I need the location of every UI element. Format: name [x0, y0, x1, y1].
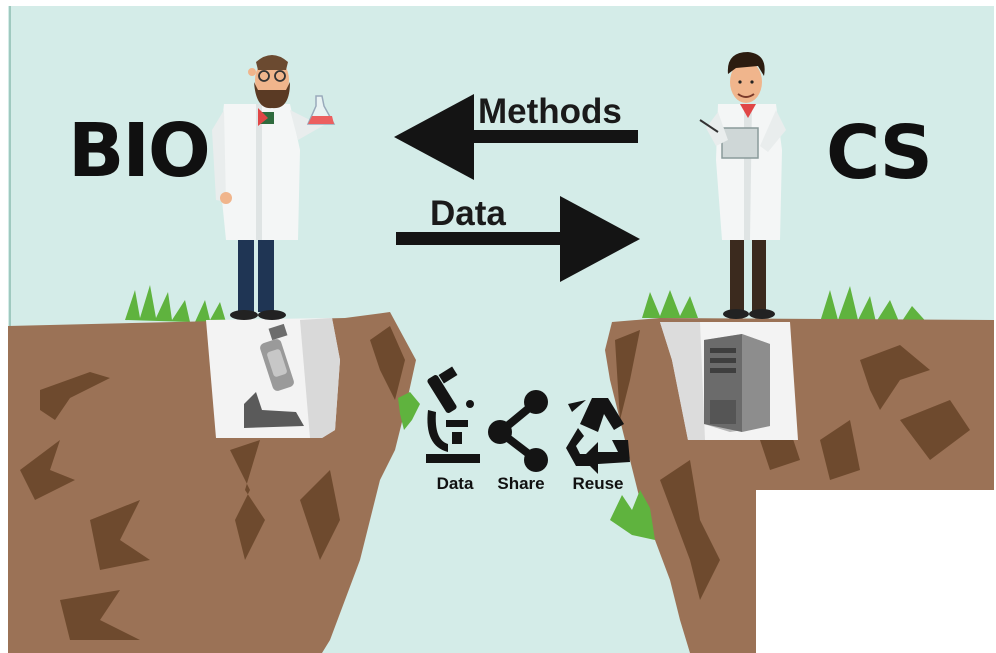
share-icon-label: Share — [497, 474, 545, 493]
left-cliff-cracks — [20, 326, 405, 640]
bio-scientist — [212, 55, 336, 320]
right-cliff-cracks — [615, 330, 970, 600]
computer-tower-icon — [704, 334, 770, 432]
share-icon — [488, 390, 548, 472]
cs-label: CS — [826, 110, 933, 196]
methods-arrow — [394, 94, 638, 180]
microscope-buried-icon — [244, 323, 304, 428]
recycle-icon-label: Reuse — [572, 474, 624, 493]
grass-left — [125, 285, 226, 322]
microscope-icon — [426, 366, 480, 463]
grass-right — [642, 286, 930, 326]
blank-corner-area — [756, 490, 996, 653]
methods-label: Methods — [478, 92, 622, 131]
microscope-icon-label: Data — [436, 474, 474, 493]
bio-label: BIO — [68, 108, 211, 194]
cs-scientist — [699, 52, 786, 319]
recycle-icon — [566, 398, 630, 474]
data-arrow — [396, 196, 640, 282]
data-arrow-label: Data — [430, 194, 506, 233]
